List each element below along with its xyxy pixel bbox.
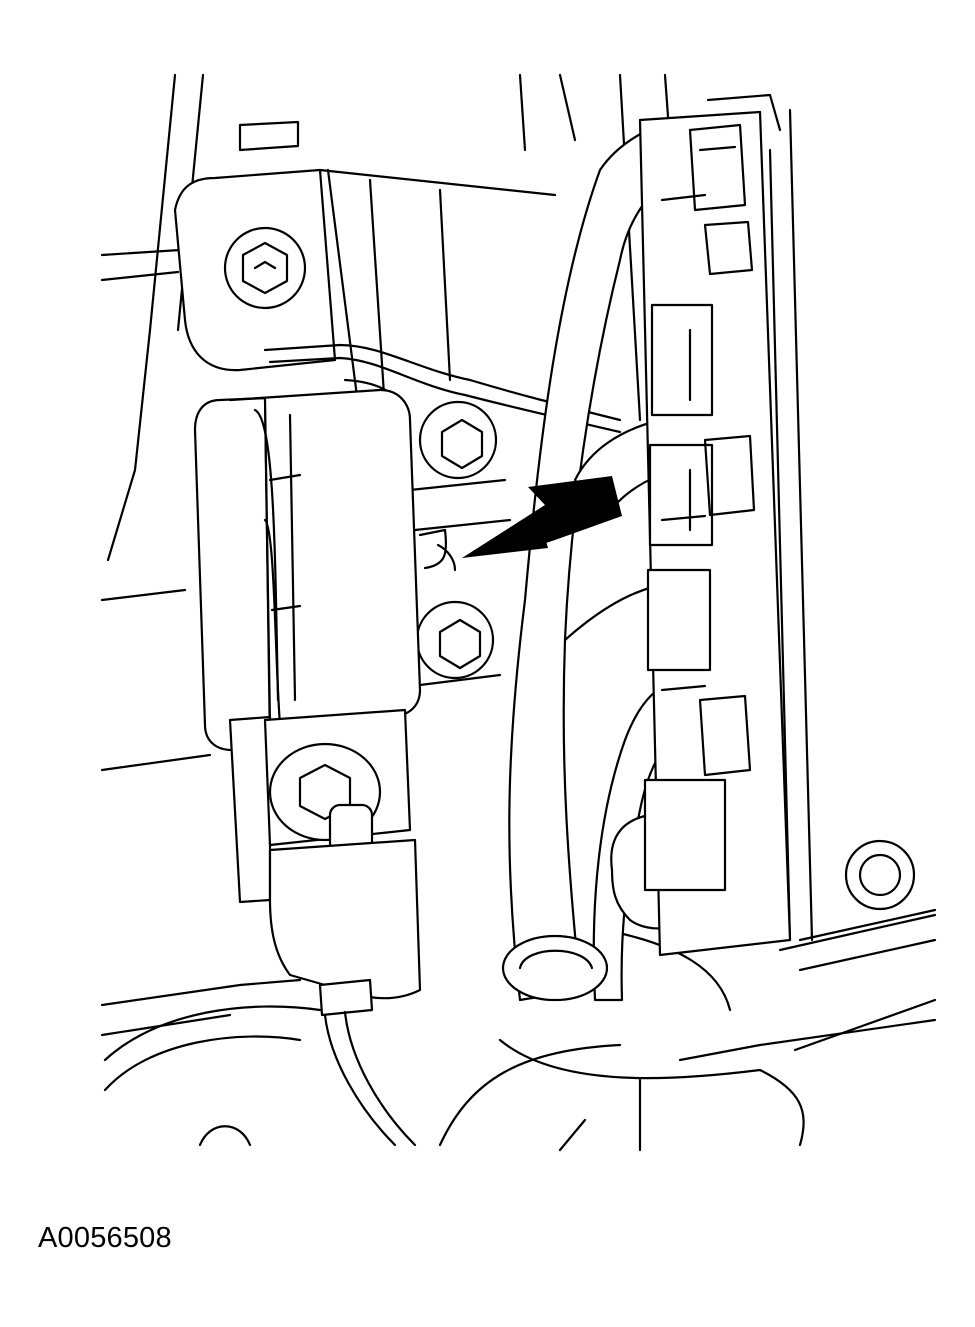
figure-id-label: A0056508 [38,1222,172,1254]
sensor-cover [193,396,272,752]
connector-4 [643,778,727,892]
connector-3 [646,568,712,672]
crash-sensor [193,388,457,1147]
mounting-bracket [173,168,337,372]
side-bolts [408,400,512,687]
callout-arrow-icon [462,476,622,558]
lower-bolt-icon [438,618,482,670]
lower-housing [103,928,805,1147]
background-structure [100,73,937,1152]
module-connectors [638,110,792,957]
upper-bolt-icon [440,418,484,470]
connector-1 [650,303,714,417]
harness-grommet [501,934,609,1002]
connector-2 [648,443,714,547]
sensor-connector [268,838,422,1000]
housing-hole [798,839,937,942]
bracket-bolt-icon [241,241,289,295]
